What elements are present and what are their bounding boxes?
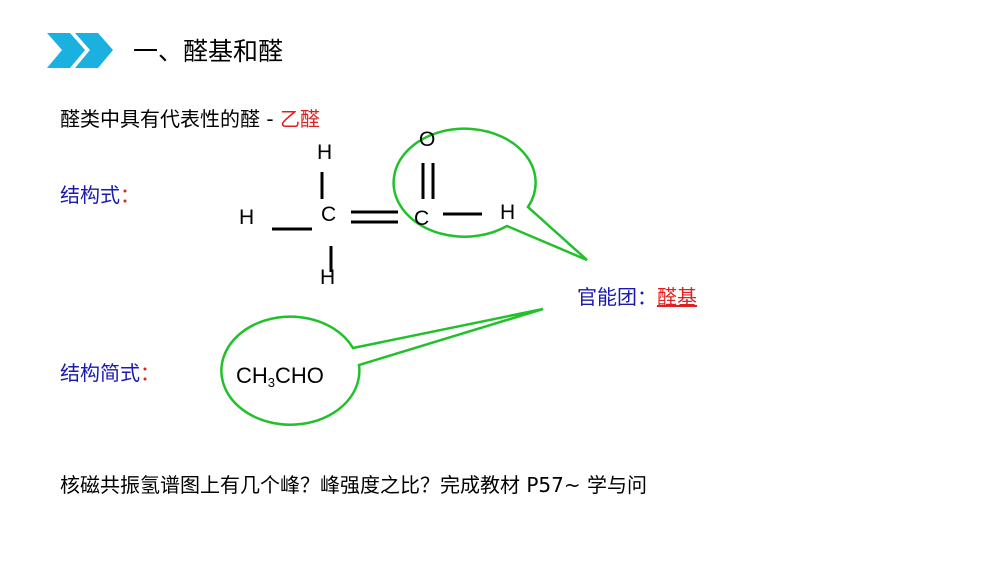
atom-h-top: H [317, 141, 333, 164]
condensed-formula: CH3CHO [236, 362, 324, 397]
atom-o: O [419, 128, 436, 151]
atom-c2: C [414, 207, 430, 230]
condensed-formula-callout [220, 307, 544, 426]
question-text: 核磁共振氢谱图上有几个峰？峰强度之比？完成教材 P57~ 学与问 [60, 473, 647, 497]
atom-c1: C [321, 203, 337, 226]
atom-h-left: H [239, 206, 255, 229]
intro-line: 醛类中具有代表性的醛 - 乙醛 [60, 104, 320, 134]
condensed-formula-label-colon: ： [140, 361, 160, 385]
atom-h-bottom: H [320, 266, 336, 289]
formula-part2: CHO [275, 363, 324, 388]
condensed-formula-label-text: 结构简式 [60, 361, 140, 385]
intro-text: 醛类中具有代表性的醛 - [60, 107, 280, 131]
functional-group-label-text: 官能团： [577, 285, 657, 309]
functional-group-label: 官能团：醛基 [577, 282, 697, 312]
structural-formula-label: 结构式： [60, 180, 140, 210]
page-title: 一、醛基和醛 [133, 37, 284, 66]
aldehyde-group-callout [392, 127, 588, 262]
double-chevron-icon [47, 33, 113, 68]
formula-subscript: 3 [267, 375, 276, 390]
atom-h-right: H [500, 201, 516, 224]
formula-part1: CH [236, 363, 268, 388]
structural-formula-label-colon: ： [120, 183, 140, 207]
acetaldehyde-highlight: 乙醛 [279, 107, 320, 131]
structural-formula-label-text: 结构式 [60, 183, 120, 207]
condensed-formula-label: 结构简式： [60, 358, 160, 388]
functional-group-name: 醛基 [657, 285, 697, 309]
